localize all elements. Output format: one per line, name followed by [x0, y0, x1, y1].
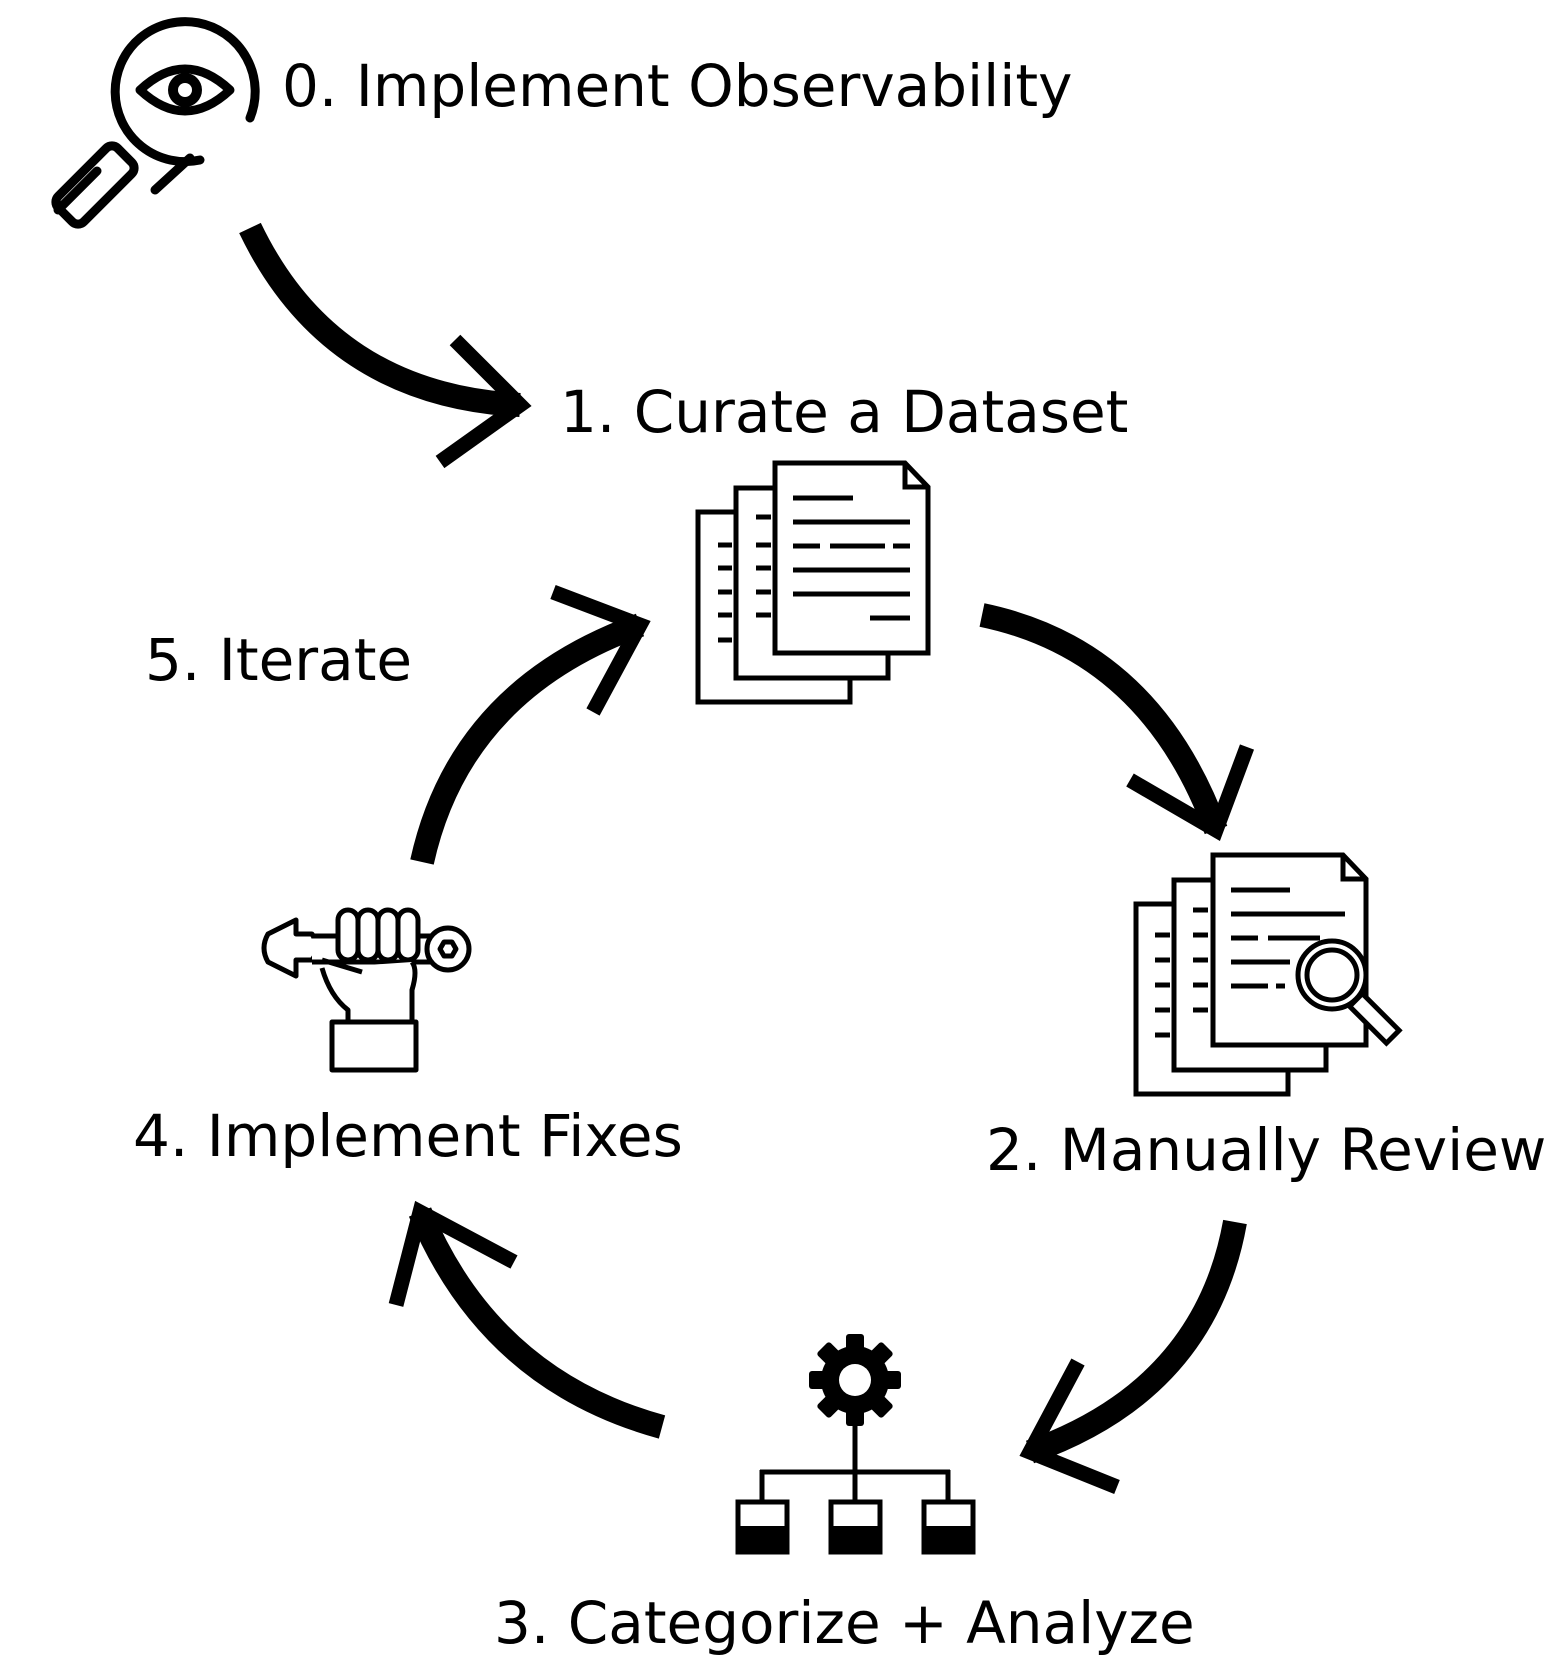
step3-label: 3. Categorize + Analyze	[494, 1589, 1195, 1657]
arrowhead-3-to-4	[388, 1200, 518, 1307]
step4-label: 4. Implement Fixes	[133, 1102, 683, 1170]
arrow-2-to-3	[1025, 1219, 1247, 1464]
hand-wrench-icon	[261, 907, 472, 1073]
arrow-4-to-1	[410, 613, 645, 865]
arrowhead-4-to-1	[550, 584, 651, 716]
documents-stack-icon	[695, 460, 931, 705]
gear-hierarchy-icon	[735, 1334, 976, 1555]
step0-label: 0. Implement Observability	[282, 52, 1072, 120]
arrow-1-to-2	[979, 603, 1228, 835]
arrowhead-0-to-1	[435, 334, 532, 469]
step1-label: 1. Curate a Dataset	[560, 378, 1128, 446]
step2-label: 2. Manually Review	[986, 1116, 1546, 1184]
step5-label: 5. Iterate	[145, 626, 412, 694]
arrowhead-1-to-2	[1126, 744, 1255, 841]
arrow-3-to-4	[408, 1207, 666, 1439]
arrowhead-2-to-3	[1019, 1358, 1120, 1494]
magnifier-eye-icon	[51, 17, 260, 229]
flow-arrows	[239, 222, 1255, 1494]
arrow-0-to-1	[239, 222, 521, 417]
documents-search-icon	[1133, 852, 1403, 1097]
